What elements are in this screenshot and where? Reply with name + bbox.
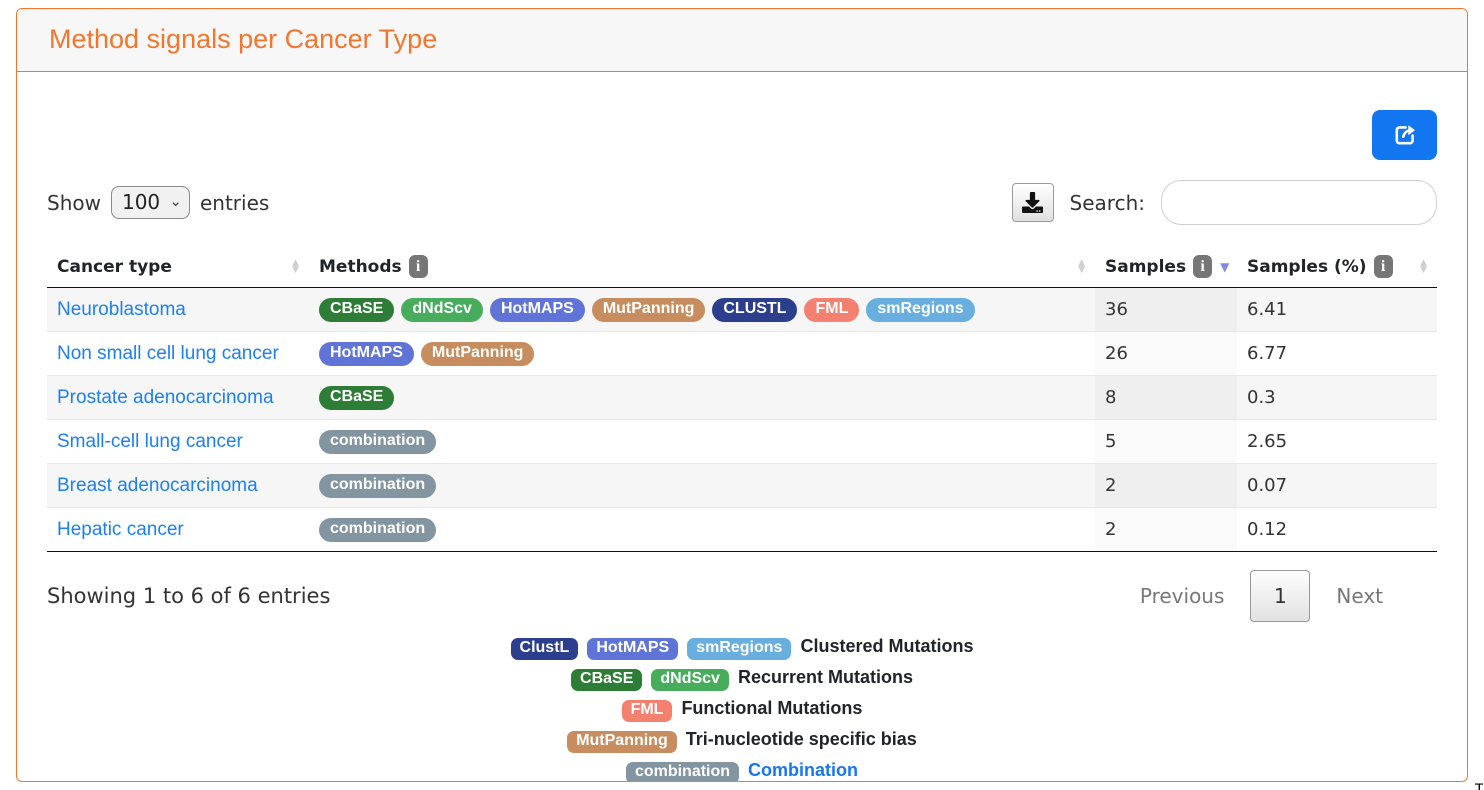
method-badge: HotMAPS xyxy=(587,638,679,660)
legend-line: combination Combination xyxy=(47,760,1437,781)
method-badge: CBaSE xyxy=(319,298,395,322)
show-label: Show xyxy=(47,190,101,215)
samples-pct-cell: 6.41 xyxy=(1247,299,1288,320)
method-badge: MutPanning xyxy=(420,342,535,366)
entries-label: entries xyxy=(199,190,270,215)
download-button[interactable] xyxy=(1011,183,1054,222)
sort-icon: ▲▼ xyxy=(1078,257,1085,275)
column-header-methods[interactable]: Methods i ▲▼ xyxy=(309,247,1095,288)
samples-cell: 26 xyxy=(1095,331,1237,376)
column-header-cancer-type[interactable]: Cancer type ▲▼ xyxy=(47,247,309,288)
table-header-row: Cancer type ▲▼ Methods i ▲▼ Sample xyxy=(47,247,1437,288)
cancer-type-link[interactable]: Neuroblastoma xyxy=(57,298,186,320)
legend-line: FML Functional Mutations xyxy=(47,698,1437,722)
cancer-type-link[interactable]: Breast adenocarcinoma xyxy=(57,474,258,496)
legend-line: CBaSE dNdScv Recurrent Mutations xyxy=(47,667,1437,691)
method-badge: MutPanning xyxy=(591,298,706,322)
methods-cell: combination xyxy=(309,507,1095,552)
samples-cell: 8 xyxy=(1095,375,1237,420)
samples-pct-cell: 0.07 xyxy=(1237,463,1437,508)
methods-cell: combination xyxy=(309,463,1095,508)
samples-cell: 5 xyxy=(1095,419,1237,464)
share-button[interactable] xyxy=(1372,110,1437,160)
search-label: Search: xyxy=(1069,190,1145,215)
method-badge: dNdScv xyxy=(651,669,729,691)
legend-label: Recurrent Mutations xyxy=(737,667,913,687)
next-page-button[interactable]: Next xyxy=(1336,584,1383,608)
sort-icon: ▲▼ xyxy=(1420,257,1427,275)
cancer-type-table: Cancer type ▲▼ Methods i ▲▼ Sample xyxy=(47,247,1437,552)
page-length-control: Show 100 ⌄ entries xyxy=(47,186,269,219)
method-badge: CBaSE xyxy=(571,669,643,691)
samples-pct-cell: 0.3 xyxy=(1237,375,1437,420)
samples-pct-cell: 6.77 xyxy=(1237,331,1437,376)
samples-pct-cell: 2.65 xyxy=(1237,419,1437,464)
method-badge: smRegions xyxy=(687,638,792,660)
method-badge: ClustL xyxy=(510,638,579,660)
samples-cell: 36 xyxy=(1095,287,1237,332)
previous-page-button[interactable]: Previous xyxy=(1139,584,1225,608)
method-badge: HotMAPS xyxy=(319,342,414,366)
method-badge: FML xyxy=(804,298,860,322)
sort-icon: ▲▼ xyxy=(292,257,299,275)
method-badge: HotMAPS xyxy=(489,298,585,322)
column-header-samples-pct[interactable]: Samples (%) i ▲▼ xyxy=(1237,247,1437,288)
cancer-type-link[interactable]: Small-cell lung cancer xyxy=(57,430,243,452)
search-input[interactable] xyxy=(1161,180,1437,225)
sort-desc-icon: ▼ xyxy=(1220,259,1230,274)
methods-cell: CBaSE xyxy=(309,375,1095,420)
legend-label: Combination xyxy=(748,760,859,780)
pagination: Previous 1 Next xyxy=(1114,570,1409,622)
method-badge: FML xyxy=(621,700,673,722)
info-icon[interactable]: i xyxy=(408,255,428,278)
cancer-type-link[interactable]: Hepatic cancer xyxy=(57,518,184,540)
share-icon xyxy=(1391,121,1419,149)
method-badge: CLUSTL xyxy=(712,298,798,322)
legend-label: Tri-nucleotide specific bias xyxy=(685,729,917,749)
method-badge: combination xyxy=(319,518,437,542)
method-badge: dNdScv xyxy=(401,298,483,322)
samples-cell: 2 xyxy=(1095,507,1237,552)
samples-pct-cell: 0.12 xyxy=(1237,507,1437,552)
clipped-text-artifact: T xyxy=(1475,783,1483,790)
methods-cell: combination xyxy=(309,419,1095,464)
method-badge: MutPanning xyxy=(567,731,677,753)
current-page-button[interactable]: 1 xyxy=(1250,570,1311,622)
info-icon[interactable]: i xyxy=(1373,255,1393,278)
method-badge: smRegions xyxy=(866,298,975,322)
page-title: Method signals per Cancer Type xyxy=(49,24,438,54)
legend-label: Functional Mutations xyxy=(681,698,863,718)
method-badge: combination xyxy=(319,430,437,454)
info-icon[interactable]: i xyxy=(1193,255,1213,278)
method-badge: CBaSE xyxy=(319,386,395,410)
card-header: Method signals per Cancer Type xyxy=(17,9,1467,72)
method-badge: combination xyxy=(319,474,437,498)
cancer-type-link[interactable]: Non small cell lung cancer xyxy=(57,342,279,364)
card-body: Show 100 ⌄ entries Search: xyxy=(17,110,1467,781)
showing-entries-info: Showing 1 to 6 of 6 entries xyxy=(47,584,331,608)
method-legend: ClustL HotMAPS smRegions Clustered Mutation… xyxy=(47,636,1437,781)
cancer-type-link[interactable]: Prostate adenocarcinoma xyxy=(57,386,274,408)
column-header-samples[interactable]: Samples i ▼ xyxy=(1095,247,1237,288)
samples-cell: 2 xyxy=(1095,463,1237,508)
legend-line: ClustL HotMAPS smRegions Clustered Mutation… xyxy=(47,636,1437,660)
method-signals-card: Method signals per Cancer Type Show xyxy=(16,8,1468,782)
download-icon xyxy=(1022,192,1044,213)
method-badge: combination xyxy=(625,762,740,781)
legend-line: MutPanning Tri-nucleotide specific bias xyxy=(47,729,1437,753)
page-length-select[interactable]: 100 xyxy=(110,186,190,219)
legend-label: Clustered Mutations xyxy=(800,636,974,656)
